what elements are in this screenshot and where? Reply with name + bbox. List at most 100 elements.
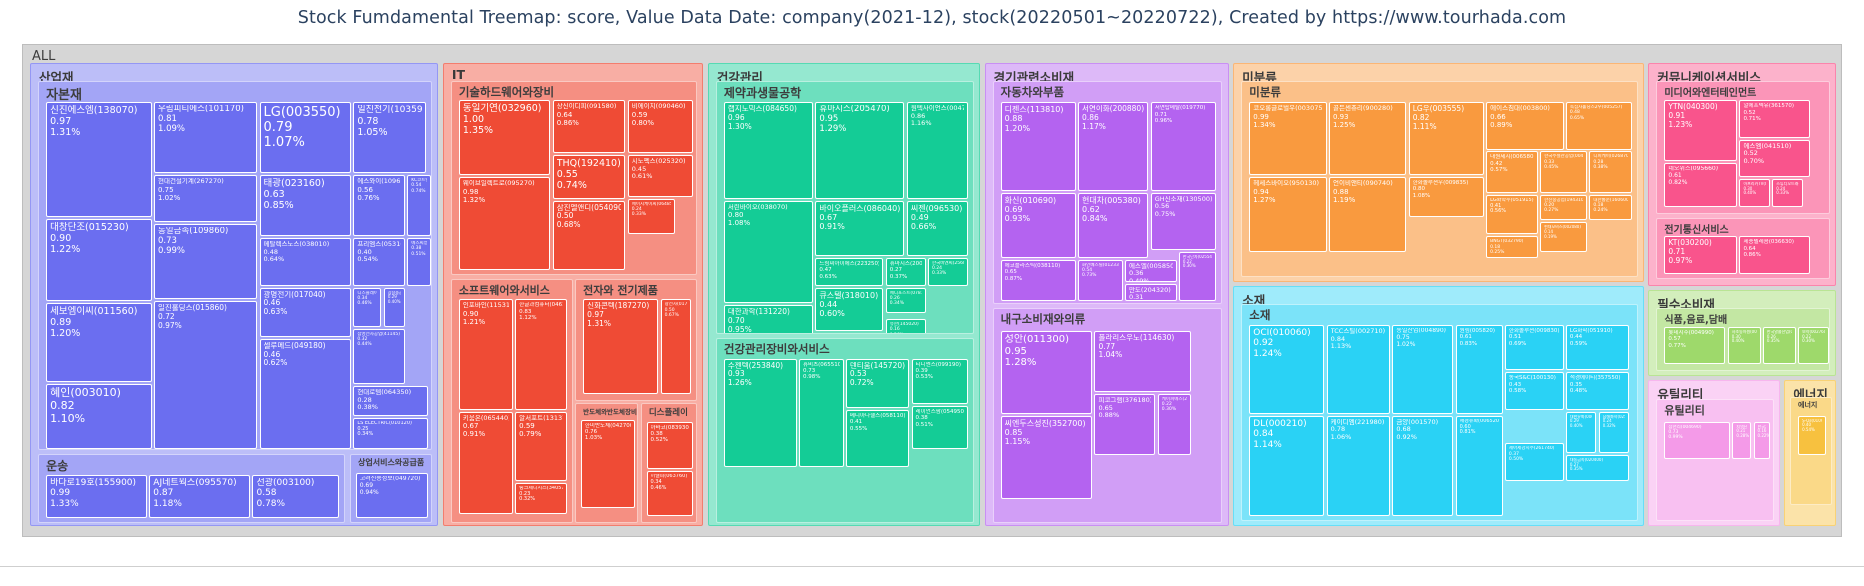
treemap-tile[interactable]: 만도(204320)0.310.41%: [1124, 283, 1177, 302]
sector-utilities[interactable]: 유틸리티유틸리티삼천리(004690)0.730.99%지역난방공사(07132…: [1648, 380, 1780, 527]
treemap-tile[interactable]: 에스와이(109610)0.560.76%: [353, 175, 405, 237]
treemap-tile[interactable]: 링크제니시스(340570)0.230.32%: [515, 482, 567, 515]
treemap-tile[interactable]: S-Oil(010950)0.400.54%: [1798, 415, 1827, 456]
treemap-tile[interactable]: 한국비엔씨(256840)0.240.33%: [927, 257, 968, 286]
treemap-tile[interactable]: 한국가스공사(036460)0.160.22%: [1753, 421, 1770, 460]
treemap-tile[interactable]: 디스플레이(19901)0.340.46%: [353, 287, 382, 327]
treemap-tile[interactable]: 에스씨엠(058110)0.380.51%: [407, 238, 431, 286]
treemap-tile[interactable]: 에이치케이씨(064850)0.240.33%: [627, 198, 675, 235]
treemap-tile[interactable]: 알서포트(131370)0.590.79%: [515, 411, 567, 481]
treemap-tile[interactable]: 휴마시스(200671)0.270.37%: [885, 257, 926, 286]
treemap-tile[interactable]: KC코트렐(119650)0.540.74%: [407, 175, 431, 237]
treemap-tile[interactable]: 삼성중공업(010620)0.290.40%: [383, 287, 405, 327]
treemap-tile[interactable]: 남해화학(025860)0.240.32%: [1598, 411, 1630, 454]
group-food-bev[interactable]: 식품,음료,담배롯데지주(004990)0.570.77%사조동아원(00804…: [1656, 308, 1830, 372]
treemap-tile[interactable]: 메디포스트(078160)0.260.34%: [885, 287, 926, 314]
treemap-tile[interactable]: 스튜디오드래곤(253450)0.240.33%: [1772, 179, 1803, 207]
treemap-tile[interactable]: 사조동아원(008040)0.300.40%: [1727, 326, 1761, 365]
treemap-tile[interactable]: 한글과컴퓨터(046110)0.831.12%: [515, 299, 567, 410]
treemap-tile[interactable]: 대한유화(006650)0.290.40%: [1565, 411, 1597, 454]
treemap-tile[interactable]: 케이피에스(256940)0.220.30%: [1157, 394, 1191, 456]
